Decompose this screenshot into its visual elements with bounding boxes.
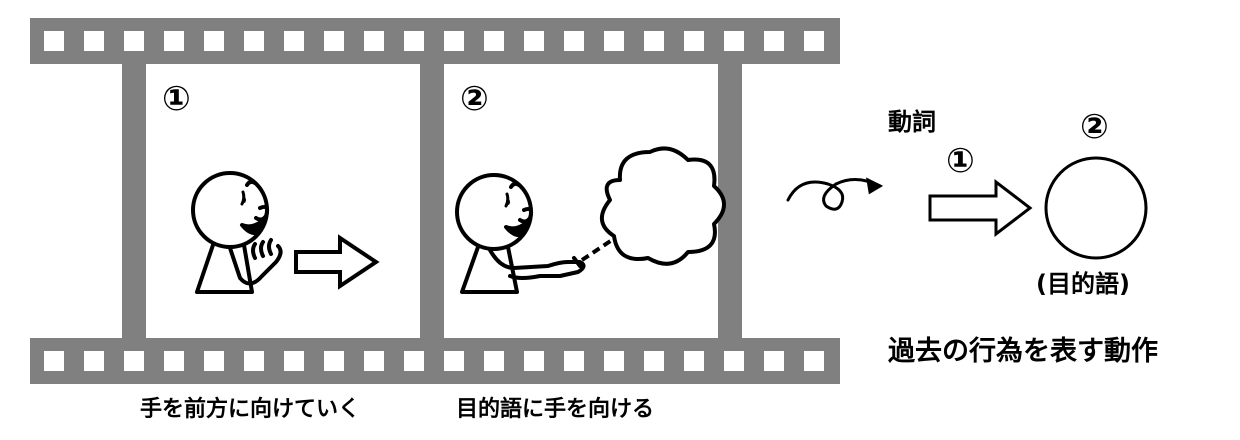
arrow-number: ① — [946, 141, 975, 181]
film-bottom-band — [30, 338, 840, 384]
sprocket-hole — [764, 351, 784, 371]
right-arrow-icon — [296, 238, 376, 286]
sprocket-hole — [404, 351, 424, 371]
loop-arrow-icon — [788, 179, 880, 209]
person-reaching-icon — [193, 173, 281, 292]
caption-frame-2: 目的語に手を向ける — [456, 396, 654, 422]
verb-label: 動詞 — [888, 108, 936, 136]
film-top-band — [30, 18, 840, 64]
sprocket-hole — [404, 31, 424, 51]
sprocket-hole — [804, 351, 824, 371]
caption-frame-1: 手を前方に向けていく — [140, 396, 360, 422]
sprocket-hole — [284, 31, 304, 51]
film-separator — [122, 64, 146, 338]
sprocket-hole — [364, 351, 384, 371]
sprocket-hole — [164, 31, 184, 51]
frame2-number: ② — [460, 79, 489, 119]
sprocket-hole — [324, 31, 344, 51]
sprocket-hole — [604, 351, 624, 371]
sprocket-hole — [484, 31, 504, 51]
verb-object-diagram: 動詞 ① ② (目的語) 過去の行為を表す動作 — [888, 107, 1158, 367]
sprocket-hole — [84, 31, 104, 51]
sprocket-hole — [164, 351, 184, 371]
sprocket-hole — [684, 31, 704, 51]
sprocket-hole — [444, 31, 464, 51]
sprocket-hole — [564, 351, 584, 371]
sprocket-hole — [324, 351, 344, 371]
object-label: (目的語) — [1036, 270, 1130, 298]
person-pointing-icon — [457, 175, 584, 292]
sprocket-hole — [124, 31, 144, 51]
sprocket-hole — [444, 351, 464, 371]
sprocket-hole — [644, 351, 664, 371]
sprocket-hole — [724, 351, 744, 371]
cloud-icon — [602, 148, 724, 263]
dashed-link — [582, 240, 612, 260]
circle-number: ② — [1080, 107, 1109, 147]
film-separator — [420, 64, 444, 338]
sprocket-hole — [684, 351, 704, 371]
sprocket-hole — [284, 351, 304, 371]
frame-2: ② — [457, 79, 724, 292]
object-circle — [1046, 158, 1146, 258]
sprocket-hole — [364, 31, 384, 51]
sprocket-hole — [44, 351, 64, 371]
sprocket-hole — [124, 351, 144, 371]
sprocket-hole — [204, 31, 224, 51]
sprocket-hole — [244, 351, 264, 371]
sprocket-hole — [724, 31, 744, 51]
sprocket-hole — [84, 351, 104, 371]
sprocket-hole — [564, 31, 584, 51]
summary-text: 過去の行為を表す動作 — [888, 335, 1158, 367]
sprocket-hole — [44, 31, 64, 51]
sprocket-hole — [764, 31, 784, 51]
sprocket-hole — [644, 31, 664, 51]
sprocket-hole — [524, 351, 544, 371]
sprocket-hole — [804, 31, 824, 51]
frame-1: ① — [162, 79, 376, 292]
frame1-number: ① — [162, 79, 191, 119]
sprocket-hole — [204, 351, 224, 371]
sprocket-hole — [484, 351, 504, 371]
sprocket-hole — [524, 31, 544, 51]
verb-arrow-icon — [930, 182, 1030, 234]
sprocket-hole — [604, 31, 624, 51]
sprocket-hole — [244, 31, 264, 51]
